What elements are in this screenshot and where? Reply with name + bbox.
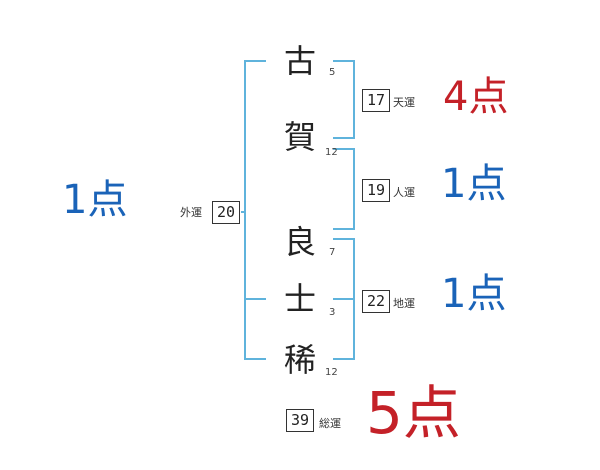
jinkaku-bracket-bottom bbox=[333, 228, 355, 230]
name-char-2: 賀 bbox=[283, 118, 316, 156]
chikaku-bracket-mid bbox=[333, 298, 355, 300]
chikaku-score: 1点 bbox=[441, 274, 506, 314]
stroke-count-4: 3 bbox=[329, 307, 336, 318]
tenkaku-score: 4点 bbox=[443, 77, 508, 117]
jinkaku-score-number: 1 bbox=[441, 161, 467, 207]
jinkaku-bracket-top bbox=[333, 148, 355, 150]
gaikaku-label: 外運 bbox=[180, 206, 202, 219]
stroke-count-2: 12 bbox=[325, 147, 338, 158]
outer-bracket-spine bbox=[244, 60, 246, 360]
tenkaku-value-box: 17 bbox=[362, 89, 390, 112]
gaikaku-score-unit: 点 bbox=[87, 177, 128, 223]
soukaku-label: 総運 bbox=[319, 417, 341, 430]
tenkaku-bracket-bottom bbox=[333, 137, 355, 139]
tenkaku-label: 天運 bbox=[393, 96, 415, 109]
stroke-count-5: 12 bbox=[325, 367, 338, 378]
gaikaku-score: 1点 bbox=[62, 180, 127, 220]
tenkaku-bracket-spine bbox=[353, 60, 355, 139]
gaikaku-score-number: 1 bbox=[62, 177, 88, 223]
name-char-1: 古 bbox=[283, 42, 316, 80]
jinkaku-bracket-spine bbox=[353, 148, 355, 230]
tenkaku-score-number: 4 bbox=[443, 74, 469, 120]
stroke-count-1: 5 bbox=[329, 67, 336, 78]
outer-bracket-split bbox=[244, 298, 266, 300]
tenkaku-bracket-top bbox=[333, 60, 355, 62]
soukaku-score: 5点 bbox=[366, 384, 461, 442]
soukaku-score-unit: 点 bbox=[402, 379, 461, 447]
soukaku-score-number: 5 bbox=[366, 379, 403, 447]
name-char-5: 稀 bbox=[283, 341, 316, 379]
chikaku-bracket-bottom bbox=[333, 358, 355, 360]
jinkaku-label: 人運 bbox=[393, 186, 415, 199]
gaikaku-value-box: 20 bbox=[212, 201, 240, 224]
soukaku-value-box: 39 bbox=[286, 409, 314, 432]
outer-bracket-connector bbox=[241, 211, 246, 213]
jinkaku-value-box: 19 bbox=[362, 179, 390, 202]
chikaku-bracket-top bbox=[333, 238, 355, 240]
chikaku-score-unit: 点 bbox=[466, 271, 507, 317]
outer-bracket-top bbox=[244, 60, 266, 62]
chikaku-score-number: 1 bbox=[441, 271, 467, 317]
tenkaku-score-unit: 点 bbox=[468, 74, 509, 120]
outer-bracket-bottom bbox=[244, 358, 266, 360]
stroke-count-3: 7 bbox=[329, 247, 336, 258]
jinkaku-score-unit: 点 bbox=[466, 161, 507, 207]
name-char-4: 士 bbox=[283, 280, 316, 318]
name-char-3: 良 bbox=[283, 223, 316, 261]
chikaku-label: 地運 bbox=[393, 297, 415, 310]
chikaku-value-box: 22 bbox=[362, 290, 390, 313]
jinkaku-score: 1点 bbox=[441, 164, 506, 204]
